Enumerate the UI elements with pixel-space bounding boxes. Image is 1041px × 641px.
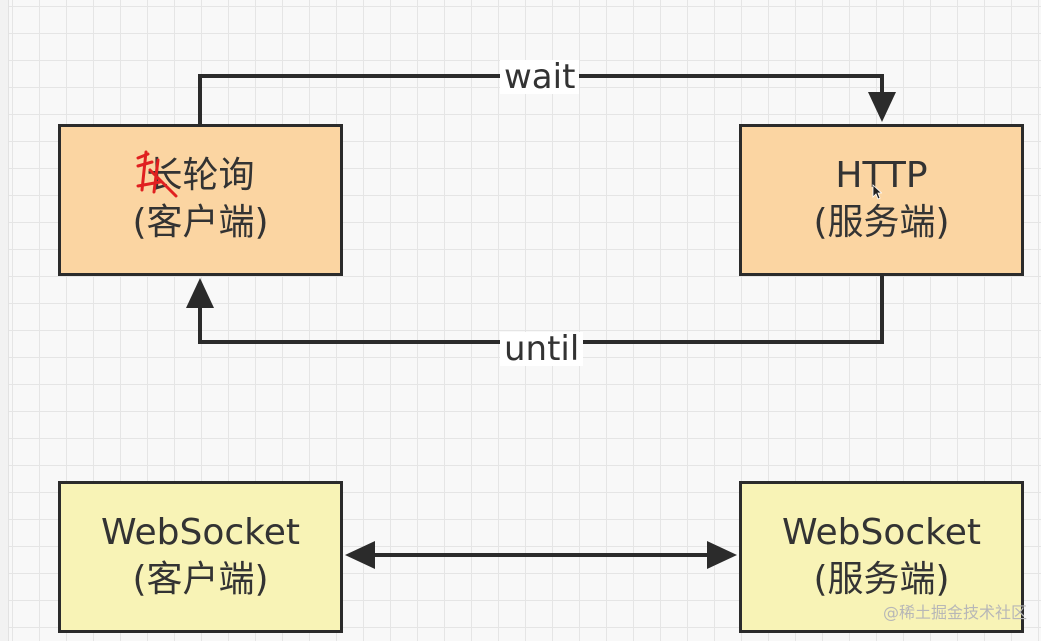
edge-label-until: until bbox=[500, 332, 584, 366]
arrowhead-wait bbox=[868, 92, 896, 122]
node-websocket-server-title: WebSocket bbox=[782, 512, 981, 554]
edge-label-wait: wait bbox=[500, 60, 580, 94]
node-long-polling-client-subtitle: (客户端) bbox=[132, 202, 269, 243]
node-http-server-title: HTTP bbox=[835, 155, 928, 197]
mouse-cursor-icon bbox=[872, 184, 882, 200]
node-websocket-client[interactable]: WebSocket (客户端) bbox=[58, 481, 343, 633]
canvas-left-edge bbox=[0, 0, 9, 641]
node-websocket-client-title: WebSocket bbox=[101, 512, 300, 554]
node-websocket-server[interactable]: WebSocket (服务端) bbox=[739, 481, 1024, 633]
node-websocket-client-subtitle: (客户端) bbox=[132, 559, 269, 600]
arrowhead-websocket-left bbox=[345, 541, 375, 569]
node-long-polling-client[interactable]: 长轮询 (客户端) bbox=[58, 124, 343, 276]
node-long-polling-client-title: 长轮询 bbox=[146, 155, 255, 197]
node-websocket-server-subtitle: (服务端) bbox=[813, 559, 950, 600]
node-http-server[interactable]: HTTP (服务端) bbox=[739, 124, 1024, 276]
watermark: @稀土掘金技术社区 bbox=[882, 603, 1027, 622]
arrowhead-websocket-right bbox=[707, 541, 737, 569]
arrowhead-until bbox=[186, 278, 214, 308]
node-http-server-subtitle: (服务端) bbox=[813, 202, 950, 243]
